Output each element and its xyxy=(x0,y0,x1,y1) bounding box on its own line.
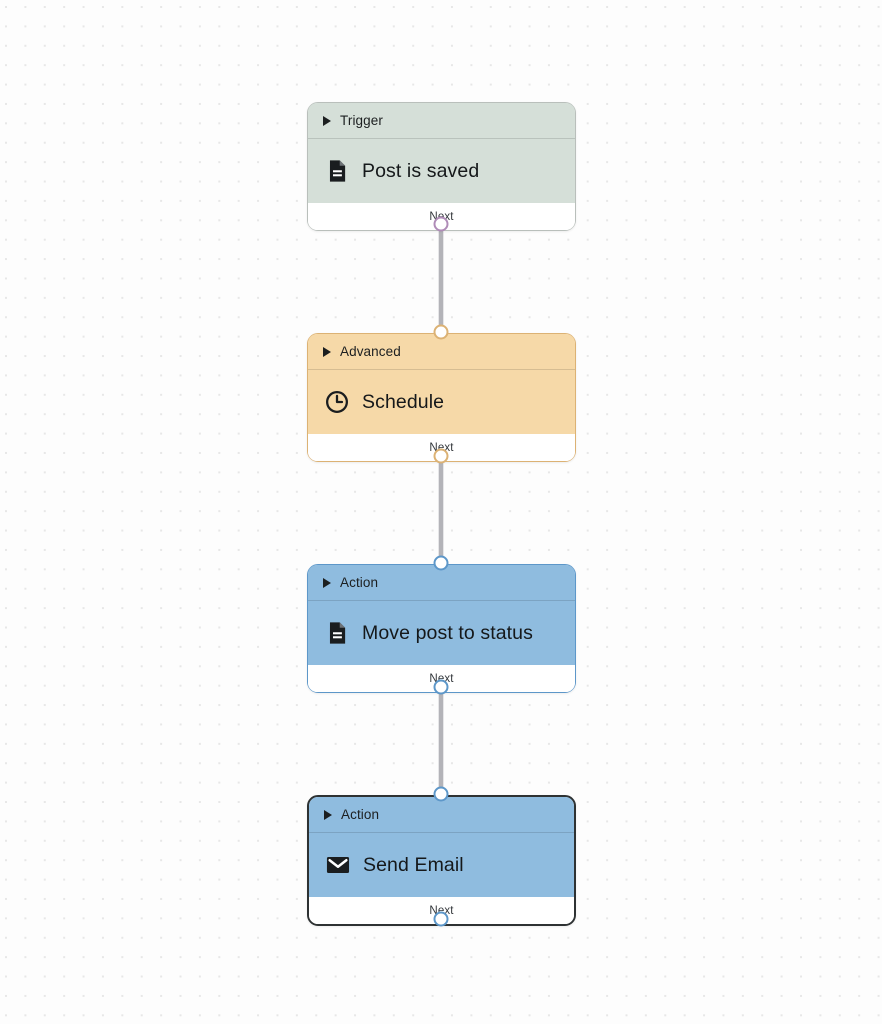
input-port-action-move-post-to-status[interactable] xyxy=(433,555,449,571)
node-header-action-move-post-to-status[interactable]: Action xyxy=(308,565,575,601)
node-category-label: Trigger xyxy=(340,113,383,128)
output-port-advanced-schedule[interactable] xyxy=(433,448,449,464)
node-title-label: Send Email xyxy=(363,853,464,876)
node-title-label: Move post to status xyxy=(362,621,533,644)
node-category-label: Action xyxy=(341,807,380,822)
caret-right-icon[interactable] xyxy=(323,577,331,588)
node-body-action-send-email[interactable]: Send Email xyxy=(309,833,574,897)
node-title-label: Post is saved xyxy=(362,159,480,182)
caret-right-icon[interactable] xyxy=(324,809,332,820)
node-header-trigger-post-is-saved[interactable]: Trigger xyxy=(308,103,575,139)
caret-right-icon[interactable] xyxy=(323,115,331,126)
node-category-label: Action xyxy=(340,575,379,590)
output-port-trigger-post-is-saved[interactable] xyxy=(433,216,449,232)
caret-right-icon[interactable] xyxy=(323,346,331,357)
clock-icon xyxy=(324,389,350,415)
node-title-label: Schedule xyxy=(362,390,445,413)
node-category-label: Advanced xyxy=(340,344,401,359)
input-port-advanced-schedule[interactable] xyxy=(433,324,449,340)
node-body-action-move-post-to-status[interactable]: Move post to status xyxy=(308,601,575,665)
output-port-action-move-post-to-status[interactable] xyxy=(433,679,449,695)
document-icon xyxy=(324,158,350,184)
node-body-trigger-post-is-saved[interactable]: Post is saved xyxy=(308,139,575,203)
input-port-action-send-email[interactable] xyxy=(433,786,449,802)
output-port-action-send-email[interactable] xyxy=(433,911,449,927)
node-header-advanced-schedule[interactable]: Advanced xyxy=(308,334,575,370)
node-body-advanced-schedule[interactable]: Schedule xyxy=(308,370,575,434)
node-header-action-send-email[interactable]: Action xyxy=(309,797,574,833)
envelope-icon xyxy=(325,852,351,878)
document-icon xyxy=(324,620,350,646)
